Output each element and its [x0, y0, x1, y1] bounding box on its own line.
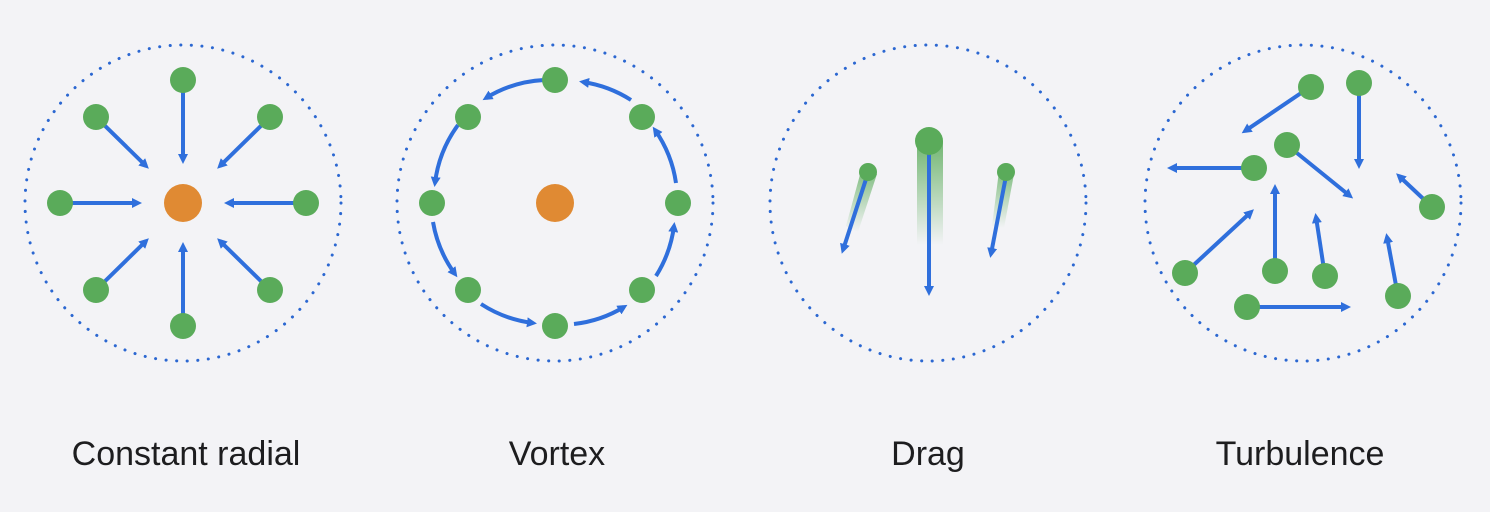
particle: [83, 277, 109, 303]
particle: [1234, 294, 1260, 320]
particle: [629, 277, 655, 303]
particle: [997, 163, 1015, 181]
drag-arrow: [840, 175, 869, 254]
particle: [419, 190, 445, 216]
flow-arrow: [482, 78, 545, 101]
particle: [1312, 263, 1338, 289]
panel-drag: Drag: [742, 0, 1114, 512]
drag-diagram: [768, 43, 1088, 363]
particle: [1172, 260, 1198, 286]
panel-label: Drag: [891, 435, 965, 473]
particle: [455, 104, 481, 130]
particle: [915, 127, 943, 155]
turbulence-diagram: [1143, 43, 1463, 363]
particle: [542, 67, 568, 93]
flow-arrow: [431, 221, 458, 278]
panel-label: Constant radial: [71, 435, 301, 473]
flow-arrow: [479, 302, 537, 328]
flow-arrow: [579, 77, 633, 102]
particle: [1274, 132, 1300, 158]
particle: [1385, 283, 1411, 309]
panel-constant-radial: Constant radial: [0, 0, 372, 512]
particle: [629, 104, 655, 130]
particle: [170, 313, 196, 339]
attractor: [164, 184, 202, 222]
particle: [257, 277, 283, 303]
flow-arrow: [430, 123, 460, 187]
flow-arrow: [573, 304, 628, 326]
force-arrow: [1241, 85, 1312, 134]
panel-label: Vortex: [508, 435, 606, 473]
particle: [83, 104, 109, 130]
panel-vortex: Vortex: [371, 0, 743, 512]
particle: [257, 104, 283, 130]
field-boundary: [1143, 43, 1463, 363]
field-boundary: [23, 43, 343, 363]
particle: [1298, 74, 1324, 100]
field-boundary: [395, 43, 715, 363]
drag-arrow: [987, 175, 1008, 258]
field-boundary: [768, 43, 1088, 363]
particle: [1241, 155, 1267, 181]
vortex-diagram: [395, 43, 715, 363]
particle: [170, 67, 196, 93]
particle: [665, 190, 691, 216]
constant-radial-diagram: [23, 43, 343, 363]
vortex-center: [536, 184, 574, 222]
particle: [1262, 258, 1288, 284]
flow-arrow: [654, 222, 679, 278]
particle: [293, 190, 319, 216]
force-arrow: [1183, 209, 1254, 275]
particle: [455, 277, 481, 303]
particle: [542, 313, 568, 339]
flow-arrow: [652, 126, 678, 184]
panel-turbulence: Turbulence: [1114, 0, 1486, 512]
particle: [1419, 194, 1445, 220]
force-arrow: [1285, 143, 1354, 199]
panel-label: Turbulence: [1215, 435, 1385, 473]
particle: [1346, 70, 1372, 96]
particle: [47, 190, 73, 216]
particle: [859, 163, 877, 181]
